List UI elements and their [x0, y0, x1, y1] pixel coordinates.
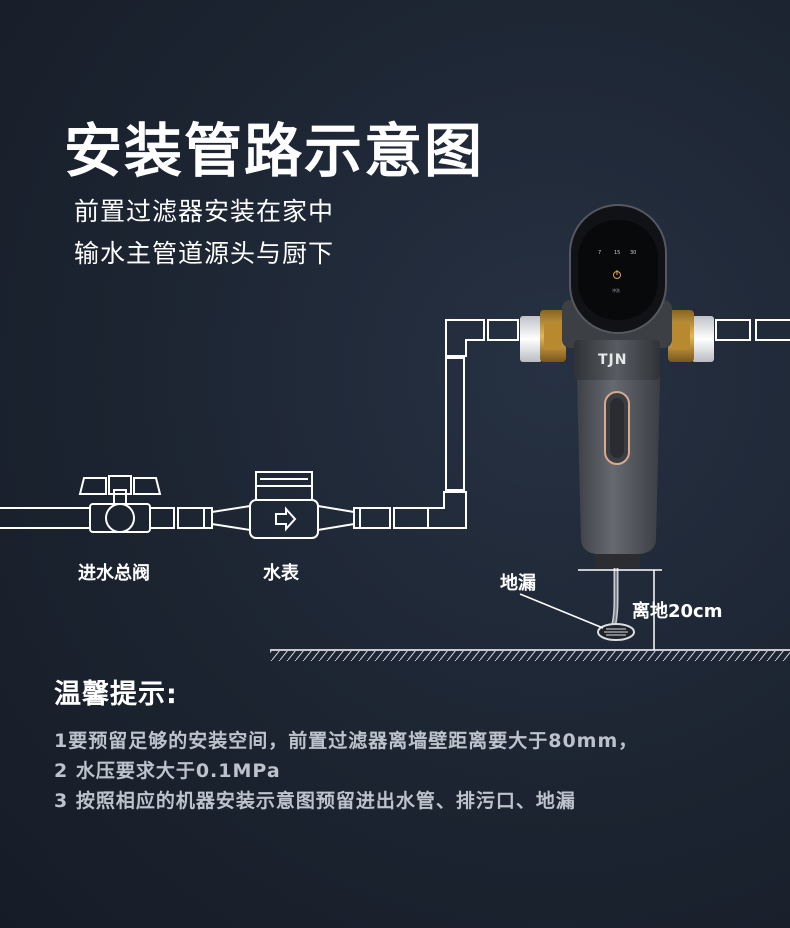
subtitle-line-2: 输水主管道源头与厨下	[74, 239, 335, 268]
brand-logo: TJN	[598, 352, 627, 368]
screen-value-1: 7	[598, 250, 601, 256]
height-dimension	[578, 569, 662, 650]
tip-item-1: 1要预留足够的安装空间，前置过滤器离墙壁距离要大于80mm，	[54, 730, 639, 752]
water-meter	[203, 471, 361, 539]
page-title: 安装管路示意图	[64, 117, 485, 185]
pre-filter-device: 7 15 30 冲洗 TJN	[562, 204, 672, 568]
floor-drain-label: 地漏	[500, 573, 536, 594]
subtitle-line-1: 前置过滤器安装在家中	[74, 197, 335, 226]
water-meter-label: 水表	[263, 563, 299, 584]
tip-item-2: 2 水压要求大于0.1MPa	[54, 760, 281, 782]
right-connector	[668, 310, 714, 362]
screen-value-2: 15	[614, 250, 620, 256]
floor-drain-leader	[519, 593, 604, 629]
height-label: 离地20cm	[632, 601, 723, 622]
floor-line	[270, 649, 790, 661]
screen-caption: 冲洗	[612, 287, 620, 293]
screen-value-3: 30	[630, 250, 636, 256]
riser-pipe	[428, 319, 519, 529]
floor-drain	[597, 623, 635, 641]
main-valve-label: 进水总阀	[78, 563, 150, 584]
outlet-pipe	[715, 319, 790, 341]
left-connector	[520, 310, 566, 362]
main-valve	[78, 475, 162, 533]
tip-item-3: 3 按照相应的机器安装示意图预留进出水管、排污口、地漏	[54, 790, 576, 812]
tips-heading: 温馨提示:	[54, 679, 178, 710]
